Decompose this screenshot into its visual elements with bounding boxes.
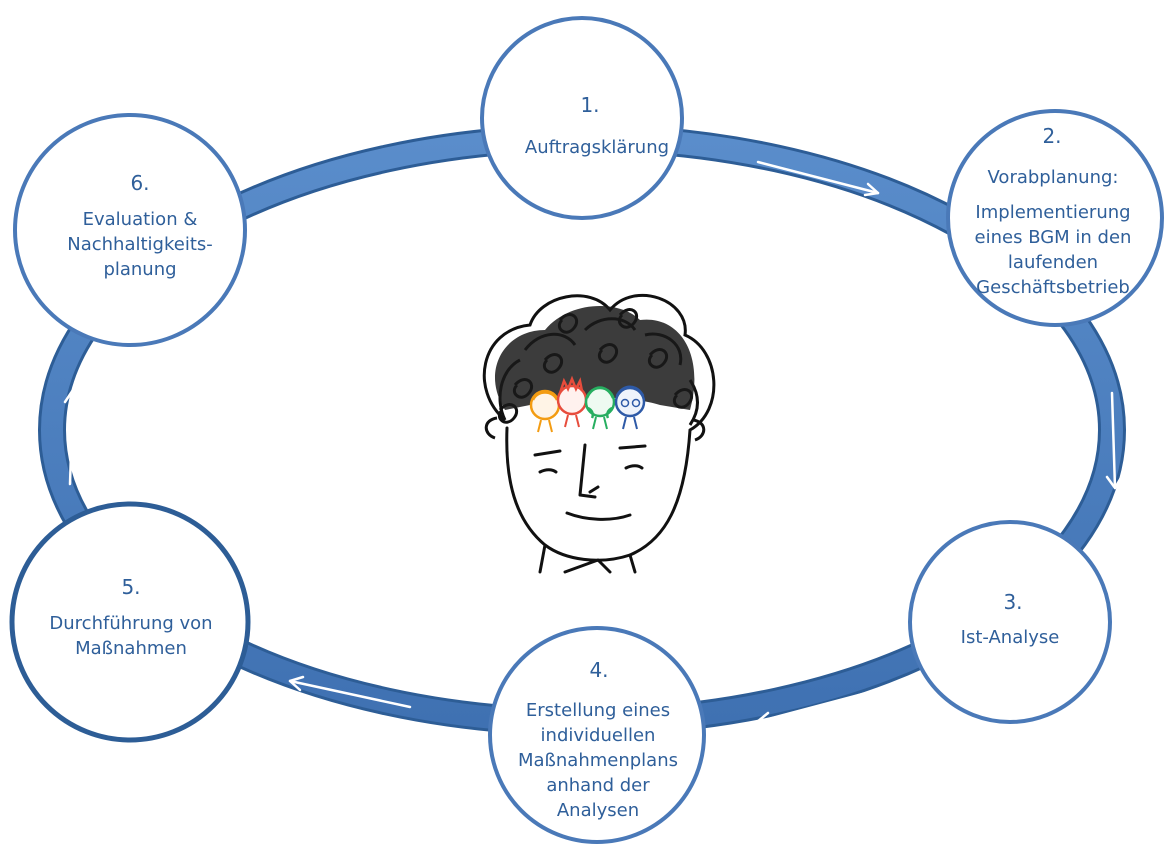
step-2-line-1: Vorabplanung:: [988, 167, 1119, 188]
step-2-line-4: laufenden: [1008, 252, 1098, 273]
cartoon-face-with-team-icons-illustration: [482, 293, 716, 574]
step-4-line-3: Maßnahmenplans: [518, 750, 678, 771]
red-person-icon: [556, 375, 588, 428]
step-1-line-1: Auftragsklärung: [525, 137, 669, 158]
step-6-number: 6.: [130, 171, 149, 195]
step-5-line-2: Maßnahmen: [75, 638, 187, 659]
step-1-circle: 1. Auftragsklärung: [480, 16, 684, 220]
step-4-line-1: Erstellung eines: [526, 700, 670, 721]
step-2-line-2: Implementierung: [975, 202, 1130, 223]
step-3-circle: 3. Ist-Analyse: [908, 520, 1112, 724]
step-6-line-1: Evaluation &: [83, 209, 198, 230]
step-circles: 1. Auftragsklärung 2. Vorabplanung: Impl…: [9, 16, 1164, 844]
step-1-number: 1.: [580, 93, 599, 117]
step-5-circle: 5. Durchführung von Maßnahmen: [9, 501, 251, 743]
step-4-circle: 4. Erstellung eines individuellen Maßnah…: [488, 626, 706, 844]
arrow-3-to-4: [755, 689, 876, 728]
step-2-line-5: Geschäftsbetrieb: [976, 277, 1130, 298]
orange-person-icon: [529, 389, 561, 433]
blue-person-icon: [614, 385, 646, 430]
step-2-circle: 2. Vorabplanung: Implementierung eines B…: [946, 109, 1164, 327]
step-6-line-3: planung: [103, 259, 176, 280]
step-3-number: 3.: [1003, 590, 1022, 614]
step-4-line-5: Analysen: [557, 800, 639, 821]
arrow-1-to-2: [756, 160, 880, 197]
arrow-2-to-3: [1105, 391, 1124, 490]
cartoon-face: [505, 426, 692, 574]
step-6-circle: 6. Evaluation & Nachhaltigkeits- planung: [13, 113, 247, 347]
team-icons: [529, 375, 646, 433]
direction-arrows: [63, 160, 1124, 728]
step-5-line-1: Durchführung von: [49, 613, 212, 634]
green-person-icon: [584, 386, 616, 430]
step-4-line-2: individuellen: [541, 725, 656, 746]
step-4-number: 4.: [589, 658, 608, 682]
step-5-number: 5.: [121, 575, 140, 599]
step-2-line-3: eines BGM in den: [975, 227, 1132, 248]
step-6-line-2: Nachhaltigkeits-: [67, 234, 213, 255]
arrow-4-to-5: [288, 675, 412, 709]
step-2-number: 2.: [1042, 124, 1061, 148]
step-4-line-4: anhand der: [546, 775, 650, 796]
arrow-5-to-6: [63, 388, 82, 486]
hair-fill: [494, 306, 695, 410]
step-3-line-1: Ist-Analyse: [961, 627, 1060, 648]
